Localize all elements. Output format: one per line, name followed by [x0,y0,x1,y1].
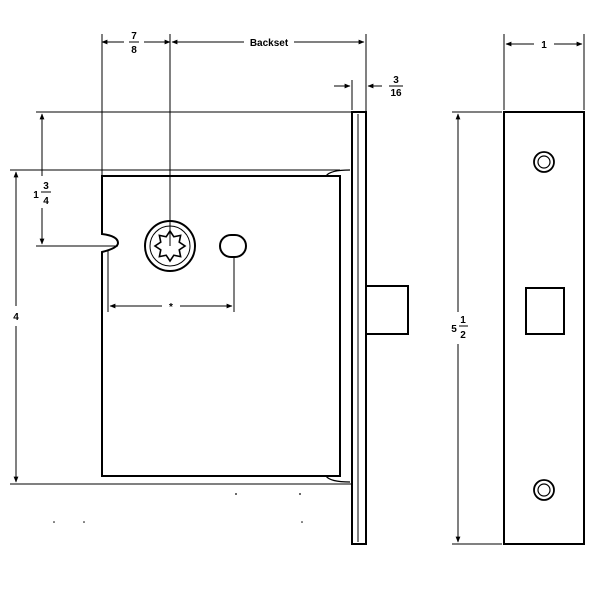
extension-lines [10,34,367,485]
latch-opening [525,287,565,335]
face-height-whole: 5 [451,324,457,335]
faceplate-screw-top [533,151,555,173]
top-to-hub-num: 3 [43,181,49,192]
top-to-hub-den: 4 [43,196,49,207]
case-height-label: 4 [13,312,19,323]
dim-spindle-offset: 7 8 [101,31,171,56]
thumbturn-slot [219,234,247,258]
dim-top-to-hub: 1 3 4 [33,113,51,245]
case-top-corner [325,169,351,177]
thickness-num: 3 [393,75,399,86]
spindle-offset-num: 7 [131,31,137,42]
top-to-hub-whole: 1 [33,190,39,201]
dim-faceplate-thickness: 3 16 [334,75,403,99]
case-bottom-corner [325,475,351,483]
face-height-num: 1 [460,315,466,326]
dim-face-width: 1 [505,40,583,51]
latch-bolt [365,285,409,335]
face-width-label: 1 [541,40,547,51]
dim-case-height: 4 [13,171,19,483]
dim-face-height: 5 1 2 [451,113,468,543]
thickness-den: 16 [390,88,402,99]
face-height-den: 2 [460,330,466,341]
front-extension-lines [452,34,585,545]
hub-to-slot-label: * [169,302,173,313]
faceplate-side [351,111,367,545]
spindle-offset-den: 8 [131,45,137,56]
backset-label: Backset [250,38,289,49]
stray-marks [53,195,549,523]
faceplate-screw-bottom [533,479,555,501]
dim-backset: Backset [171,38,365,49]
dim-hub-to-slot: * [109,302,233,313]
lock-case-body [101,175,341,477]
